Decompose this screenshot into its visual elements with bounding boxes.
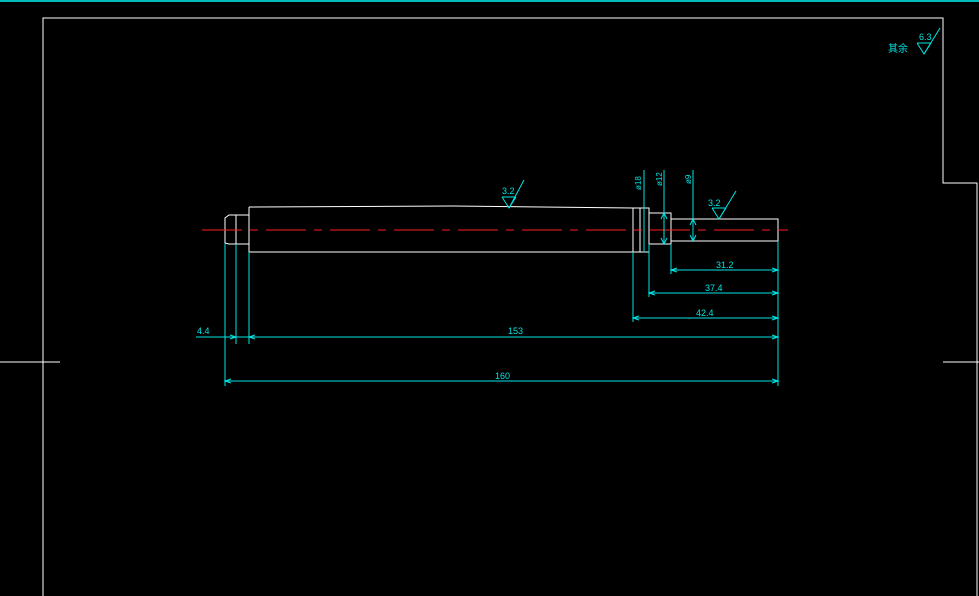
dim-diameter-9: ø9: [684, 174, 693, 184]
dim-length-4-4: 4.4: [197, 326, 210, 336]
corner-roughness-value: 6.3: [919, 32, 932, 42]
dim-length-37-4: 37.4: [705, 283, 723, 293]
length-dimensions: [196, 241, 780, 386]
diameter-dimensions: [643, 170, 697, 252]
corner-roughness-note: 其余 6.3: [888, 27, 941, 55]
roughness-mark-1: 3.2: [501, 179, 525, 209]
dim-length-42-4: 42.4: [696, 308, 714, 318]
dim-length-153: 153: [508, 326, 523, 336]
dim-diameter-18: ø18: [634, 176, 643, 190]
corner-note-label: 其余: [888, 42, 908, 55]
roughness-value-2: 3.2: [708, 198, 721, 208]
drawing-frame: [42, 17, 978, 596]
roughness-symbol: [916, 42, 932, 55]
roughness-value-1: 3.2: [502, 186, 515, 196]
roughness-mark-2: 3.2: [708, 190, 737, 220]
dim-length-31-2: 31.2: [716, 260, 734, 270]
dim-length-160: 160: [495, 371, 510, 381]
shaft-part[interactable]: [224, 205, 779, 253]
dim-diameter-12: ø12: [655, 172, 664, 186]
